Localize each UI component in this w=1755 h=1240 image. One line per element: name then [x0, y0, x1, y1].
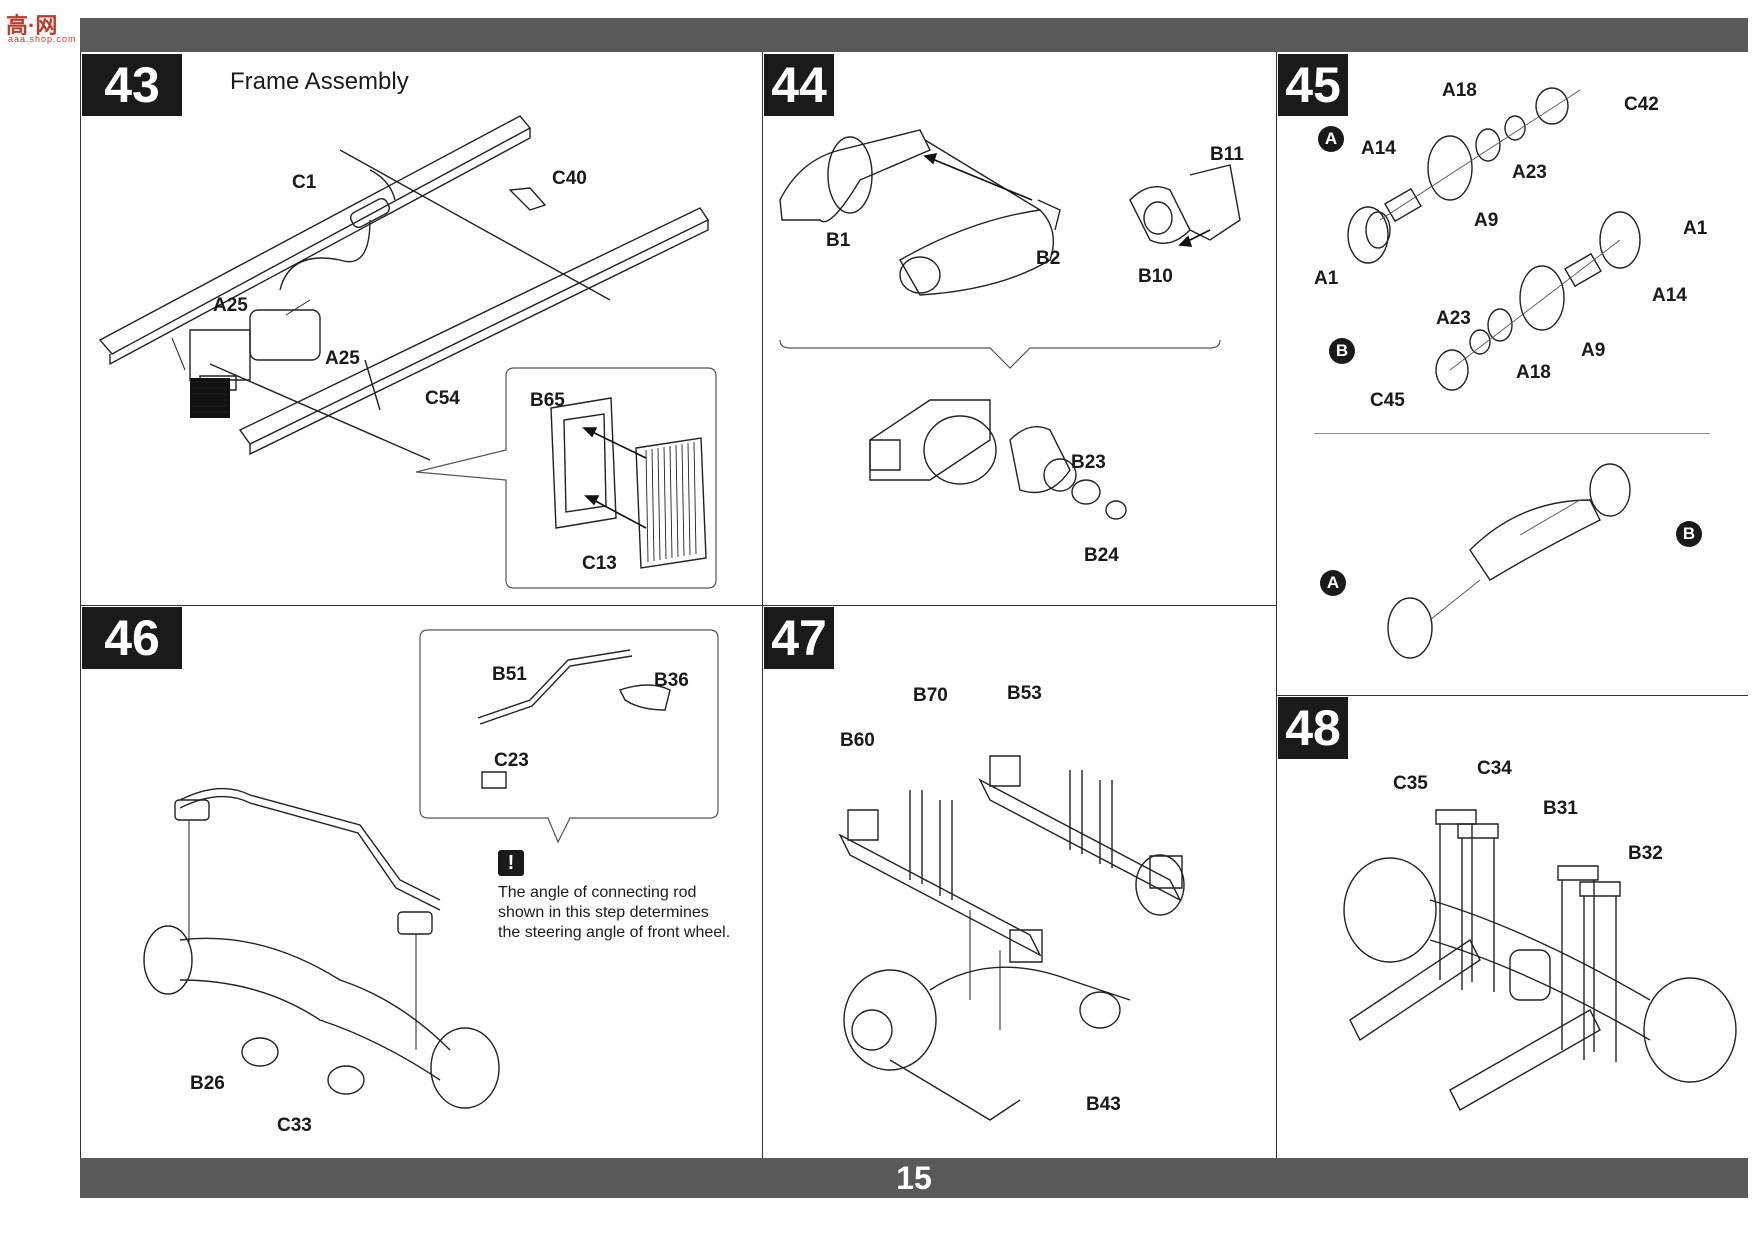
step-number-47: 47	[764, 607, 834, 669]
part-label: B23	[1071, 452, 1106, 473]
radiator-detail-bubble	[416, 368, 726, 590]
part-label: A18	[1442, 80, 1477, 101]
part-label: A25	[213, 295, 248, 316]
step-number-48: 48	[1278, 697, 1348, 759]
steering-rod-drawing	[120, 620, 740, 1130]
frame-assembly-drawing	[90, 110, 690, 480]
part-label: B2	[1036, 248, 1061, 269]
marker-b: B	[1676, 521, 1702, 547]
rear-suspension-drawing	[1330, 790, 1750, 1140]
divider	[80, 605, 762, 606]
part-label: B60	[840, 730, 875, 751]
part-label: A18	[1516, 362, 1551, 383]
part-label: A9	[1474, 210, 1499, 231]
site-logo: 高·网	[6, 13, 58, 38]
part-label: B32	[1628, 843, 1663, 864]
part-label: B10	[1138, 266, 1173, 287]
part-label: B11	[1210, 144, 1244, 165]
header-band	[80, 18, 1748, 52]
step-number-43: 43	[82, 54, 182, 116]
part-label: A14	[1361, 138, 1396, 159]
step-number-45: 45	[1278, 54, 1348, 116]
site-url: aaa.shop.com	[8, 34, 77, 44]
part-label: B43	[1086, 1094, 1121, 1115]
part-label: A23	[1436, 308, 1471, 329]
part-label: B51	[492, 664, 527, 685]
divider	[1276, 52, 1277, 1158]
part-label: C1	[292, 172, 317, 193]
divider	[762, 605, 1276, 606]
footer-band: 15	[80, 1158, 1748, 1198]
marker-a: A	[1320, 570, 1346, 596]
part-label: A25	[325, 348, 360, 369]
step-number-44: 44	[764, 54, 834, 116]
axle-housing-drawing	[770, 120, 1270, 590]
divider	[1276, 695, 1748, 696]
part-label: C40	[552, 168, 587, 189]
note-line-2: shown in this step determines	[498, 904, 709, 921]
marker-b: B	[1329, 338, 1355, 364]
exclamation-icon: !	[498, 850, 524, 876]
part-label: C54	[425, 388, 460, 409]
divider	[1314, 433, 1710, 434]
part-label: C23	[494, 750, 529, 771]
part-label: B1	[826, 230, 851, 251]
part-label: A9	[1581, 340, 1606, 361]
part-label: C33	[277, 1115, 312, 1136]
part-label: B31	[1543, 798, 1578, 819]
part-label: C13	[582, 553, 617, 574]
part-label: B70	[913, 685, 948, 706]
part-label: B53	[1007, 683, 1042, 704]
part-label: B24	[1084, 545, 1119, 566]
part-label: B65	[530, 390, 565, 411]
part-label: A1	[1314, 268, 1339, 289]
part-label: C42	[1624, 94, 1659, 115]
marker-a: A	[1318, 126, 1344, 152]
part-label: B36	[654, 670, 689, 691]
part-label: C35	[1393, 773, 1428, 794]
part-label: A14	[1652, 285, 1687, 306]
step-title: Frame Assembly	[230, 68, 409, 95]
step-number-46: 46	[82, 607, 182, 669]
page-number: 15	[896, 1160, 932, 1196]
part-label: A23	[1512, 162, 1547, 183]
part-label: C34	[1477, 758, 1512, 779]
note-line-1: The angle of connecting rod	[498, 884, 697, 901]
part-label: C45	[1370, 390, 1405, 411]
note-line-3: the steering angle of front wheel.	[498, 924, 731, 941]
hub-assembly-drawing	[1320, 80, 1730, 680]
part-label: B26	[190, 1073, 225, 1094]
leaf-spring-drawing	[830, 700, 1270, 1130]
part-label: A1	[1683, 218, 1708, 239]
